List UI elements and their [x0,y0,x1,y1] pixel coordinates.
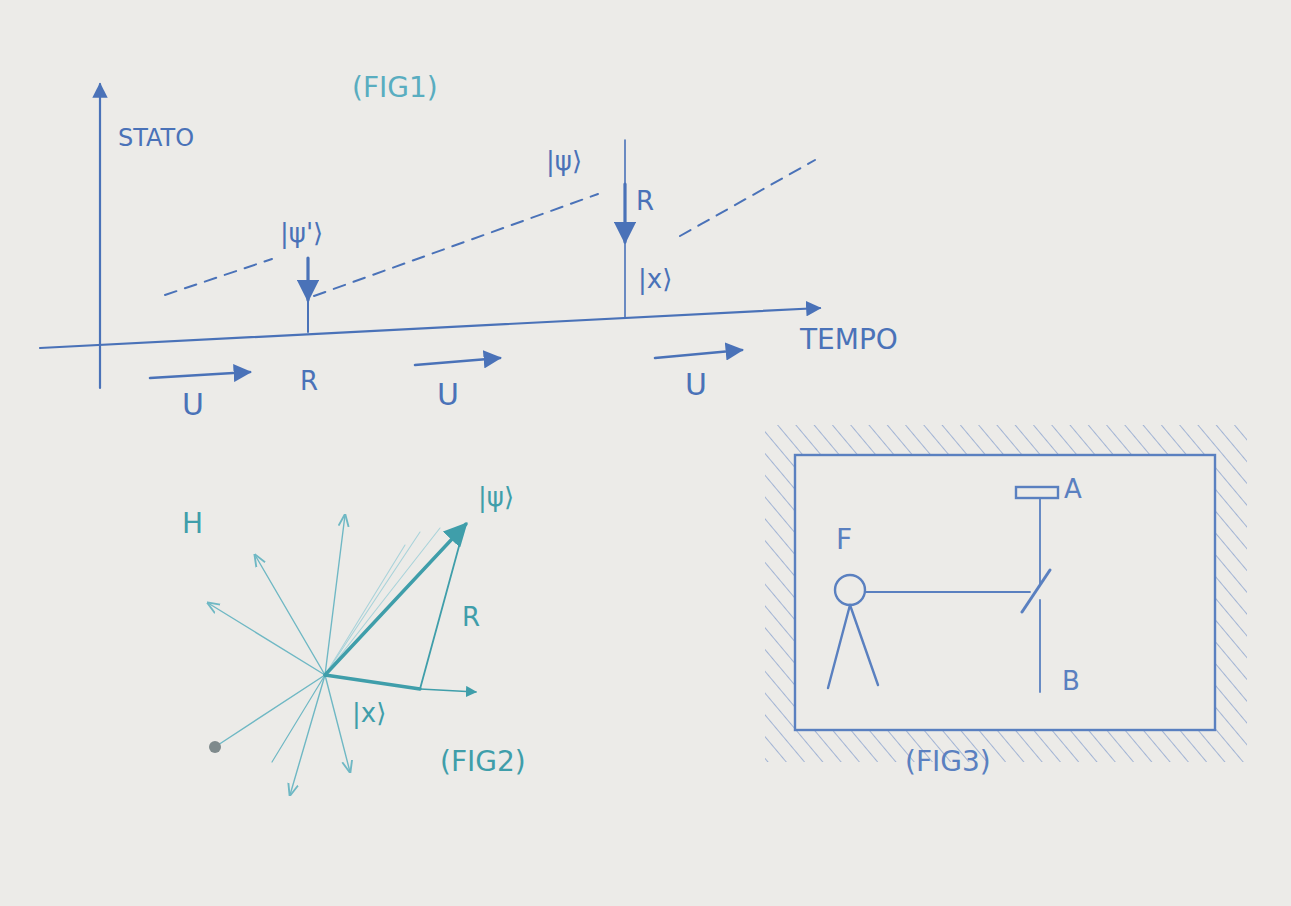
evolution-dashed [680,160,815,236]
figure-one [40,84,820,388]
beam-line [1039,600,1041,692]
figure-label: (FIG1) [352,74,438,102]
time-axis [40,308,820,348]
state-label: |ψ⟩ [478,484,514,510]
basis-vector [420,689,476,692]
operator-label: R [462,604,480,630]
laboratory-box [795,455,1215,730]
shading-line [325,545,405,675]
figure-label: (FIG3) [905,748,991,776]
state-label: |ψ⟩ [546,148,582,174]
projection-vector [325,675,420,689]
state-label: |x⟩ [638,266,672,292]
shading-line [325,532,420,675]
observer-leg [828,605,850,688]
basis-vector [218,675,325,745]
operator-arrow [150,372,250,378]
measurement-line [307,300,309,332]
basis-vector [290,675,325,795]
evolution-dashed [165,259,272,295]
measurement-line [624,140,626,318]
axis-label: TEMPO [800,326,898,354]
beam-line [866,591,1030,593]
reduction-arrow [306,258,309,300]
beam-splitter [1022,570,1050,612]
operator-label: U [685,370,707,400]
operator-label: R [636,188,654,214]
operator-label: U [182,390,204,420]
wall-hatching [765,425,1247,762]
figure-label: (FIG2) [440,748,526,776]
state-label: |x⟩ [352,700,386,726]
detector-a [1016,487,1058,498]
figure-two [208,515,476,795]
detector-label: A [1064,476,1082,502]
beam-line [1039,499,1041,585]
operator-label: R [300,368,318,394]
evolution-dashed [314,194,598,296]
basis-vector [255,555,325,675]
basis-vector [272,675,325,762]
detector-label: B [1062,668,1080,694]
observer-leg [850,605,878,685]
basis-vector [208,603,325,675]
reduction-line [420,528,464,689]
basis-vector [325,515,345,675]
space-label: H [182,510,203,538]
dot [209,741,221,753]
shading-line [325,528,440,675]
state-axis [99,84,101,388]
state-label: |ψ'⟩ [280,220,323,246]
figure-three [765,425,1247,762]
reduction-arrow [623,184,626,242]
observer-head [835,575,865,605]
axis-label: STATO [118,126,194,150]
basis-vector [325,675,350,772]
observer-label: F [836,526,852,554]
operator-arrow [655,350,742,358]
operator-label: U [437,380,459,410]
operator-arrow [415,358,500,365]
